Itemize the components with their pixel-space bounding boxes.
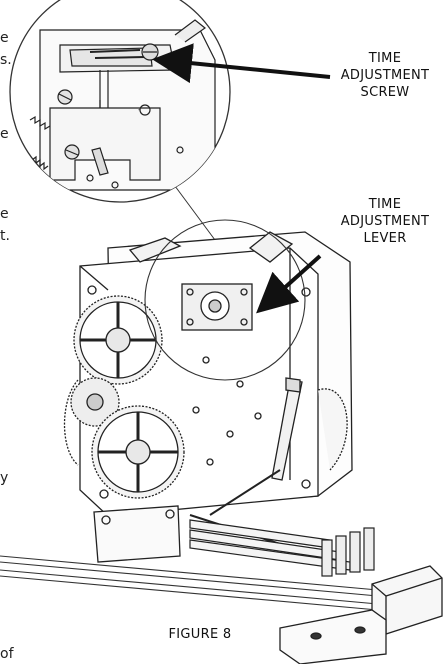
margin-fragment: y — [0, 470, 9, 486]
chime-hammers — [189, 519, 375, 577]
margin-fragment: t. — [0, 228, 10, 244]
label-line: LEVER — [363, 231, 407, 246]
zoom-circle-lever — [144, 219, 306, 381]
clock-movement — [63, 231, 353, 563]
chime-block — [279, 565, 443, 664]
margin-fragment: e — [0, 206, 9, 222]
chime-rods — [0, 555, 401, 613]
time-adjustment-screw-arrow — [152, 43, 331, 84]
zoom-detail-circle: - — [9, 0, 231, 203]
label-line: SCREW — [360, 85, 410, 100]
figure-caption: FIGURE 8 — [168, 627, 232, 642]
label-line: TIME — [368, 51, 402, 66]
svg-text:-: - — [138, 105, 141, 114]
margin-fragment: e — [0, 30, 9, 46]
time-adjustment-lever-arrow — [256, 254, 322, 314]
margin-fragment: of — [0, 646, 14, 662]
time-adjustment-screw-label: TIME ADJUSTMENT SCREW — [330, 50, 440, 101]
label-line: TIME — [368, 197, 402, 212]
zoom-connector-line — [171, 181, 216, 241]
label-line: ADJUSTMENT — [340, 214, 430, 229]
margin-fragment: s. — [0, 52, 12, 68]
margin-fragment: e — [0, 126, 9, 142]
label-line: ADJUSTMENT — [340, 68, 430, 83]
time-adjustment-lever-label: TIME ADJUSTMENT LEVER — [330, 196, 440, 247]
